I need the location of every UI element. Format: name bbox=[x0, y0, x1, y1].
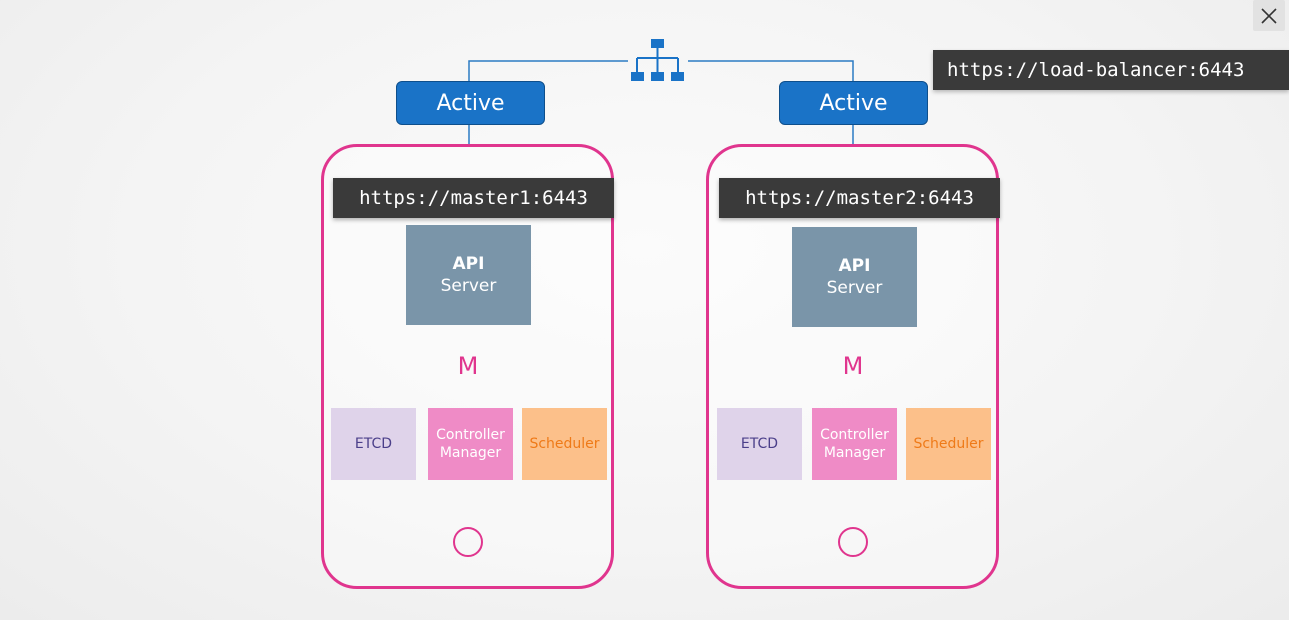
controller-label: Controller bbox=[820, 427, 889, 443]
controller-manager-master2: Controller Manager bbox=[812, 408, 897, 480]
api-server-title: API bbox=[838, 256, 871, 276]
api-server-master1: API Server bbox=[406, 225, 531, 325]
api-server-master2: API Server bbox=[792, 227, 917, 327]
master-node-1 bbox=[321, 144, 614, 589]
close-icon bbox=[1261, 7, 1277, 24]
active-badge-master2: Active bbox=[779, 81, 928, 125]
master-label-2: M bbox=[842, 352, 864, 380]
scheduler-master2: Scheduler bbox=[906, 408, 991, 480]
manager-label: Manager bbox=[823, 445, 886, 461]
scheduler-master1: Scheduler bbox=[522, 408, 607, 480]
active-badge-master1: Active bbox=[396, 81, 545, 125]
network-hierarchy-icon bbox=[631, 39, 684, 81]
api-server-title: API bbox=[452, 254, 485, 274]
api-server-subtitle: Server bbox=[826, 278, 883, 298]
close-button[interactable] bbox=[1253, 0, 1285, 31]
api-server-subtitle: Server bbox=[440, 276, 497, 296]
load-balancer-url: https://load-balancer:6443 bbox=[933, 50, 1289, 90]
controller-label: Controller bbox=[436, 427, 505, 443]
master-node-2 bbox=[706, 144, 999, 589]
home-button-icon bbox=[453, 527, 483, 557]
master-label-1: M bbox=[457, 352, 479, 380]
connector-line-right bbox=[688, 60, 854, 81]
etcd-master2: ETCD bbox=[717, 408, 802, 480]
master2-url: https://master2:6443 bbox=[719, 178, 1000, 218]
controller-manager-master1: Controller Manager bbox=[428, 408, 513, 480]
etcd-master1: ETCD bbox=[331, 408, 416, 480]
manager-label: Manager bbox=[439, 445, 502, 461]
home-button-icon bbox=[838, 527, 868, 557]
connector-line-left bbox=[468, 60, 628, 81]
master1-url: https://master1:6443 bbox=[333, 178, 614, 218]
